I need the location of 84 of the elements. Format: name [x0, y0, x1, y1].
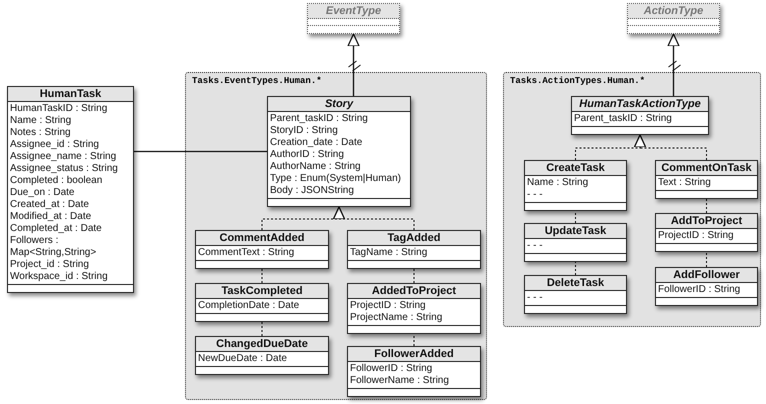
attribute-text: FollowerID : String: [349, 363, 434, 375]
attribute-text: NewDueDate : Date: [197, 353, 288, 365]
attribute-text: FollowerID : String: [657, 284, 742, 296]
class-name: TaskCompleted: [221, 284, 303, 298]
class-box: [347, 230, 481, 269]
connector-line: [706, 252, 707, 268]
class-box: [524, 160, 627, 211]
attribute-text: Workspace_id : String: [9, 271, 109, 283]
attribute-text: Completed_at : Date: [9, 223, 103, 235]
attribute-text: ProjectName : String: [349, 312, 444, 324]
attribute-text: StoryID : String: [269, 125, 339, 137]
class-name: AddedToProject: [372, 284, 456, 298]
class-name: FollowerAdded: [374, 347, 454, 361]
class-box: [655, 213, 758, 252]
attribute-text: Type : Enum(System|Human): [269, 173, 402, 185]
attribute-text: AuthorName : String: [269, 161, 362, 173]
attribute-text: Assignee_status : String: [9, 163, 119, 175]
package-label: Tasks.ActionTypes.Human.*: [510, 76, 646, 87]
attribute-text: TagName : String: [349, 247, 428, 259]
class-box: [267, 96, 411, 207]
class-name: HumanTask: [40, 87, 102, 101]
connector-line: [575, 210, 576, 224]
realization-arrow: [332, 206, 414, 230]
class-box: [7, 86, 134, 293]
generalization-arrow: [348, 34, 361, 96]
attribute-text: AuthorID : String: [269, 149, 345, 161]
realization-arrow: [634, 134, 707, 160]
attribute-text: Parent_taskID : String: [269, 113, 369, 125]
attribute-text: Notes : String: [9, 127, 72, 139]
attribute-text: - - -: [526, 240, 544, 252]
attribute-text: - - -: [526, 189, 544, 201]
generalization-arrow: [668, 34, 681, 96]
attribute-text: ProjectID : String: [349, 300, 427, 312]
class-box: [347, 346, 481, 397]
connector-line: [706, 198, 707, 214]
class-name: AddToProject: [670, 214, 742, 228]
attribute-text: Project_id : String: [9, 259, 90, 271]
attribute-text: Assignee_name : String: [9, 151, 118, 163]
class-name: TagAdded: [388, 231, 440, 245]
attribute-text: CompletionDate : Date: [197, 300, 300, 312]
class-box: [655, 160, 758, 199]
class-box: [195, 230, 329, 269]
class-name: CommentOnTask: [661, 161, 752, 175]
attribute-text: Followers : Map<String,String>: [9, 235, 98, 259]
connector-line: [134, 150, 267, 152]
class-box: [524, 275, 627, 314]
class-name: ChangedDueDate: [216, 337, 308, 351]
class-box: [655, 267, 758, 306]
class-name: ActionType: [644, 4, 704, 18]
class-name: EventType: [326, 4, 382, 18]
class-box: [195, 336, 329, 375]
class-name: Story: [324, 97, 354, 111]
attribute-text: Due_on : Date: [9, 187, 76, 199]
attribute-text: Name : String: [9, 115, 72, 127]
attribute-text: Created_at : Date: [9, 199, 90, 211]
attribute-text: ProjectID : String: [657, 230, 735, 242]
class-name: AddFollower: [673, 268, 740, 282]
attribute-text: - - -: [526, 292, 544, 304]
class-name: HumanTaskActionType: [579, 97, 701, 111]
attribute-text: Body : JSONString: [269, 185, 355, 197]
class-box: [307, 3, 400, 34]
class-box: [524, 223, 627, 262]
package-frame: [503, 72, 761, 327]
attribute-text: Assignee_id : String: [9, 139, 100, 151]
package-label: Tasks.EventTypes.Human.*: [192, 76, 322, 87]
attribute-text: Creation_date : Date: [269, 137, 364, 149]
package-frame: [185, 72, 487, 400]
class-box: [571, 96, 709, 135]
attribute-text: Modified_at : Date: [9, 211, 92, 223]
class-box: [195, 283, 329, 322]
class-name: CreateTask: [546, 161, 605, 175]
attribute-text: Completed : boolean: [9, 175, 104, 187]
class-box: [627, 3, 720, 34]
class-box: [347, 283, 481, 334]
class-name: UpdateTask: [544, 224, 606, 238]
attribute-text: Name : String: [526, 177, 590, 189]
attribute-text: CommentText : String: [197, 247, 296, 259]
attribute-text: Parent_taskID : String: [573, 113, 673, 125]
class-name: CommentAdded: [220, 231, 304, 245]
attribute-text: Text : String: [657, 177, 712, 189]
connector-line: [575, 262, 576, 276]
class-name: DeleteTask: [546, 276, 604, 290]
attribute-text: HumanTaskID : String: [9, 103, 108, 115]
attribute-text: FollowerName : String: [349, 375, 450, 387]
